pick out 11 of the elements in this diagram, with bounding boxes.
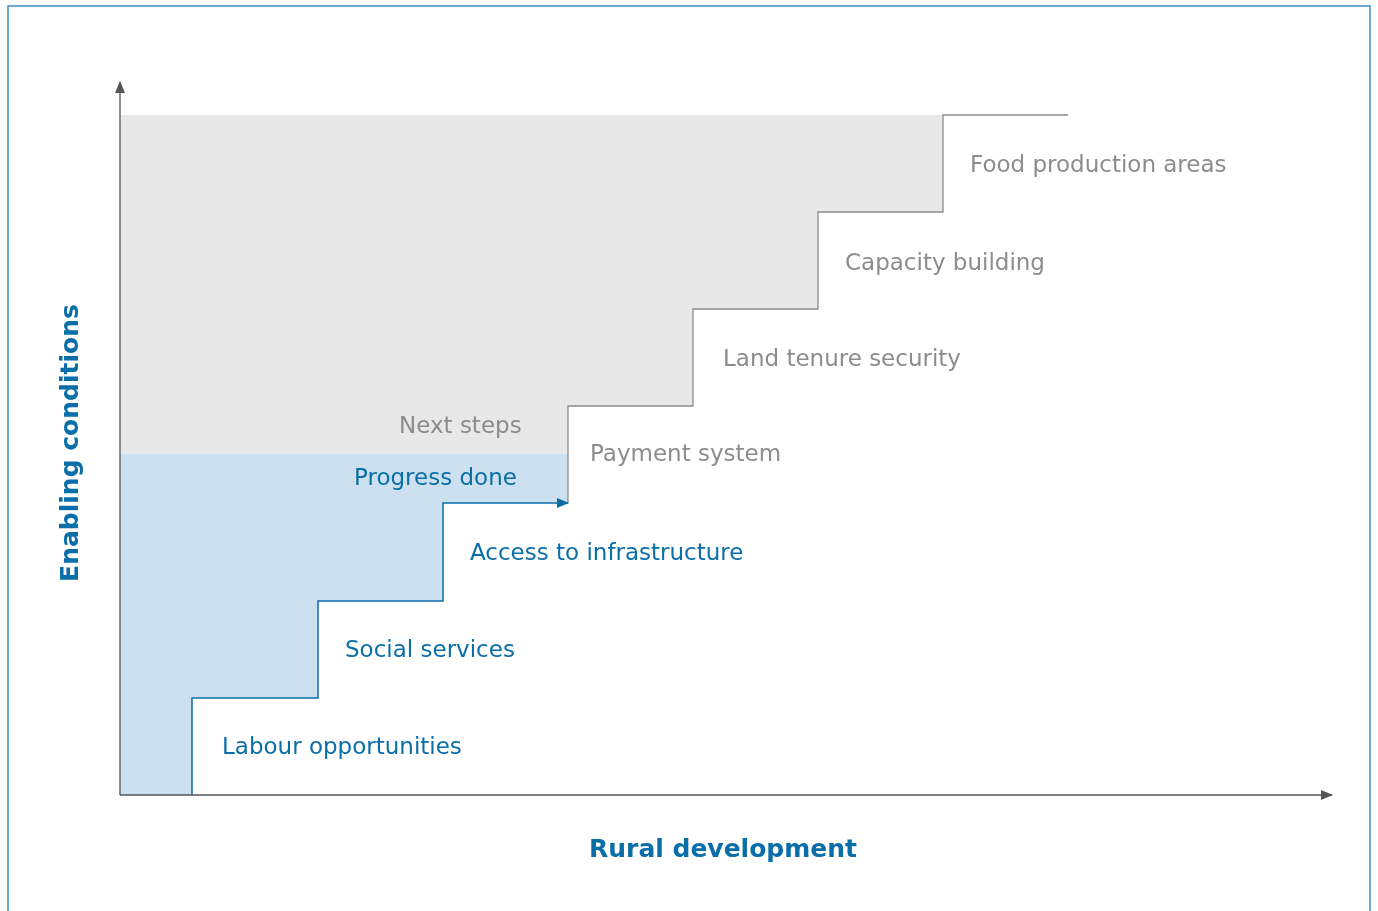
step-label: Social services [345,635,515,663]
step-label: Land tenure security [723,344,961,372]
area-label: Progress done [354,463,517,491]
step-label: Food production areas [970,150,1227,178]
axis-title: Rural development [589,835,858,863]
step-label: Capacity building [845,248,1045,276]
step-label: Access to infrastructure [470,538,744,566]
step-label: Payment system [590,439,782,467]
step-label: Labour opportunities [222,732,462,760]
area-label: Next steps [399,411,522,439]
axis-title: Enabling conditions [55,304,84,582]
